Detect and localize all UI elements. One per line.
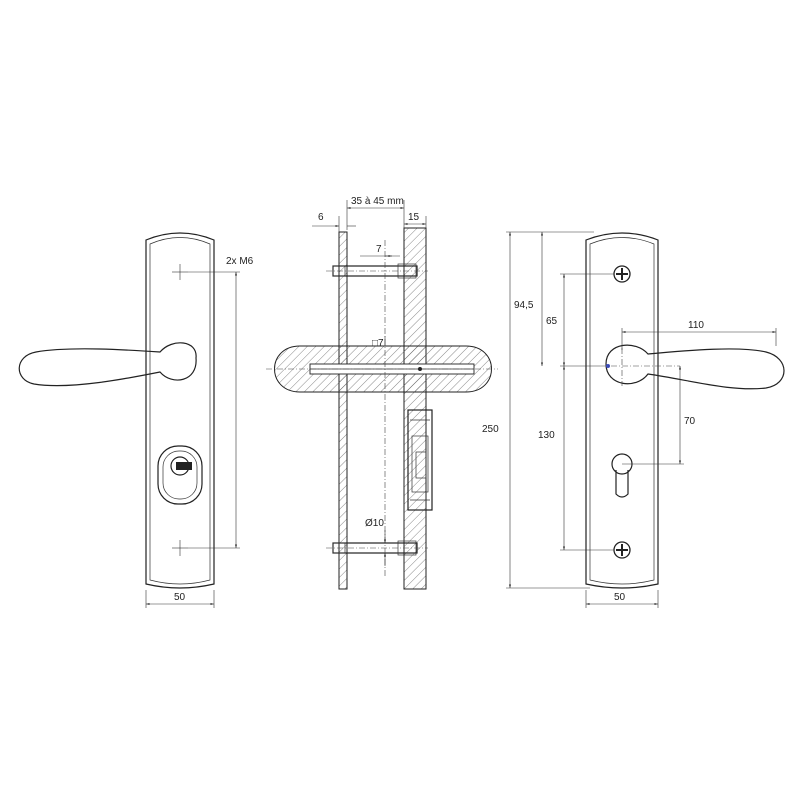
bottom-through-bolt xyxy=(326,540,428,556)
left-plate xyxy=(145,232,215,589)
outer-plate-section xyxy=(403,227,427,590)
left-bottom-screw-mark xyxy=(172,540,240,556)
right-top-screw xyxy=(613,265,631,283)
left-width-label: 50 xyxy=(174,592,186,603)
screw-spec-label: 2x M6 xyxy=(226,256,254,267)
gap-range-label: 35 à 45 mm xyxy=(351,196,404,207)
right-width-label: 50 xyxy=(614,592,626,603)
inner-plate-section xyxy=(338,231,348,590)
right-keyhole xyxy=(611,453,633,498)
outer-plate-label: 15 xyxy=(408,212,420,223)
inner-plate-label: 6 xyxy=(318,212,324,223)
left-view: 2x M6 50 xyxy=(18,232,254,608)
spindle-depth-label: 7 xyxy=(376,244,382,255)
left-cylinder-escutcheon xyxy=(157,445,203,505)
square-spindle-label: □7 xyxy=(372,338,384,349)
cylinder-mechanism xyxy=(407,409,433,511)
bolt-diameter-label: Ø10 xyxy=(365,518,384,529)
top-to-handle-label: 94,5 xyxy=(514,300,534,311)
right-plate xyxy=(585,232,659,589)
right-view: 110 70 65 130 94,5 250 50 xyxy=(482,231,785,608)
handle-to-cylinder-label: 70 xyxy=(684,416,696,427)
right-bottom-screw xyxy=(613,541,631,559)
section-view: 35 à 45 mm 6 15 7 □7 Ø10 xyxy=(266,196,498,590)
left-lever-handle xyxy=(18,342,197,387)
screw-spacing-label: 130 xyxy=(538,430,555,441)
right-lever-handle xyxy=(605,344,785,390)
total-height-label: 250 xyxy=(482,424,499,435)
left-top-screw-mark xyxy=(172,264,240,280)
lever-length-label: 110 xyxy=(688,320,704,331)
screw-to-handle-label: 65 xyxy=(546,316,558,327)
top-through-bolt xyxy=(326,263,428,279)
